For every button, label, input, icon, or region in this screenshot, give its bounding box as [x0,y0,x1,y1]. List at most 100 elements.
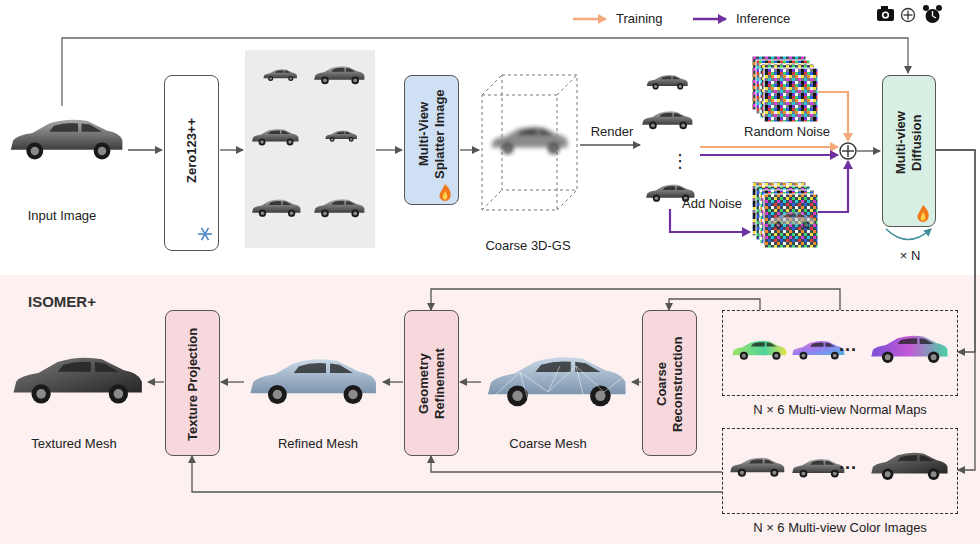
gaussian-cube [482,95,557,210]
legend-line-samples [693,18,726,21]
group-caption: N × 6 Multi-view Color Images [722,520,958,535]
added-noise-stack [756,186,810,240]
box-label: Coarse Reconstruction [654,319,686,449]
model-box: Zero123++ [164,75,219,251]
inference-paths [700,154,838,156]
connector-arrow [431,456,722,472]
color-images [792,459,844,478]
normal-map-images [732,336,947,363]
connector-arrow [192,456,722,492]
textured-mesh-image [14,358,142,404]
normal-map-images [732,341,786,360]
sum-symbol [840,143,856,159]
condition-icons [877,5,942,23]
refined-mesh-image [250,359,376,404]
condition-line [62,38,908,106]
group-caption: N × 6 Multi-view Normal Maps [722,402,958,417]
added-noise-stack [752,182,806,236]
added-noise-stack [764,194,818,248]
random-noise-stack [756,60,810,114]
gaussian-cube [557,75,577,95]
connector-arrow [936,150,975,470]
condition-icons [902,9,915,22]
sum-symbol [840,143,856,159]
input-car-image [11,120,123,160]
rendered-views [642,75,694,202]
image-group: N × 6 Multi-view Color Images [722,428,958,540]
flow-arrows [460,381,481,382]
rendered-views [642,111,692,129]
annotation-label: × N [900,248,921,263]
sum-symbol [847,145,848,157]
flow-arrows [857,150,880,151]
condition-icons [907,11,908,20]
module-band: ISOMER+ Texture Projection Geometry Refine… [0,275,980,544]
multiview-images-panel [325,131,357,142]
box-label: Multi-View Splatter Image [416,82,448,186]
condition-icons [904,14,913,15]
frozen-icon [198,233,212,235]
condition-icons [884,13,888,17]
multiview-images-panel [252,200,300,217]
flow-arrows [128,149,162,150]
connector-arrow [431,289,840,310]
flow-arrows [383,381,403,382]
gaussian-cube [482,75,577,210]
connector-arrow [936,150,975,352]
annotation-label: Input Image [28,208,97,223]
training-paths [700,92,848,147]
mesh-facets [492,366,622,400]
sum-symbol [842,150,854,151]
box-label: Texture Projection [185,319,201,449]
annotation-label: Coarse 3D-GS [485,238,570,253]
trainable-icon [439,184,450,201]
annotation-label: Render [591,124,634,139]
gaussian-cube [557,190,577,210]
dashed-frame [722,310,958,396]
frozen-icon [202,228,209,240]
multiview-images-panel [314,199,364,217]
trainable-icon [917,205,928,222]
loop-arrow [886,229,931,240]
flow-arrows [221,381,244,382]
condition-icons [932,11,933,16]
band-heading: ISOMER+ [28,293,96,310]
model-box: Multi-View Splatter Image [404,75,459,205]
training-paths [818,92,848,141]
box-label: Multi-view Diffusion [893,82,925,204]
added-noise-stack [760,190,814,244]
condition-icons [936,5,942,11]
color-images [730,453,947,480]
color-images [871,453,947,480]
gaussian-cube [482,190,502,210]
dashed-frame [722,428,958,514]
flow-arrows [580,144,640,145]
color-images [730,458,784,477]
flow-arrows [128,145,880,382]
process-box: Coarse Reconstruction [642,310,697,456]
random-noise-stack [752,56,818,122]
legend-line-samples [573,19,726,20]
box-label: Geometry Refinement [416,319,448,449]
condition-icons [933,16,937,18]
normal-map-images [871,336,947,363]
random-noise-stack [752,56,806,110]
trainable-icon [443,191,448,200]
gaussian-cube [482,75,502,95]
legend-line-samples [573,18,606,21]
process-box: Geometry Refinement [404,310,459,456]
condition-icons [923,5,929,11]
random-noise-stack [764,68,818,122]
condition-icons [882,11,889,18]
random-noise-stack [760,64,814,118]
flow-arrows [632,381,641,382]
frozen-icon [202,228,209,240]
trainable-icon [917,205,928,222]
legend-label: Inference [736,11,790,26]
multiview-images-panel [314,66,364,84]
noisy-car [768,212,815,229]
training-paths [700,146,838,148]
multiview-images-panel [252,129,299,146]
inference-paths [818,161,848,212]
